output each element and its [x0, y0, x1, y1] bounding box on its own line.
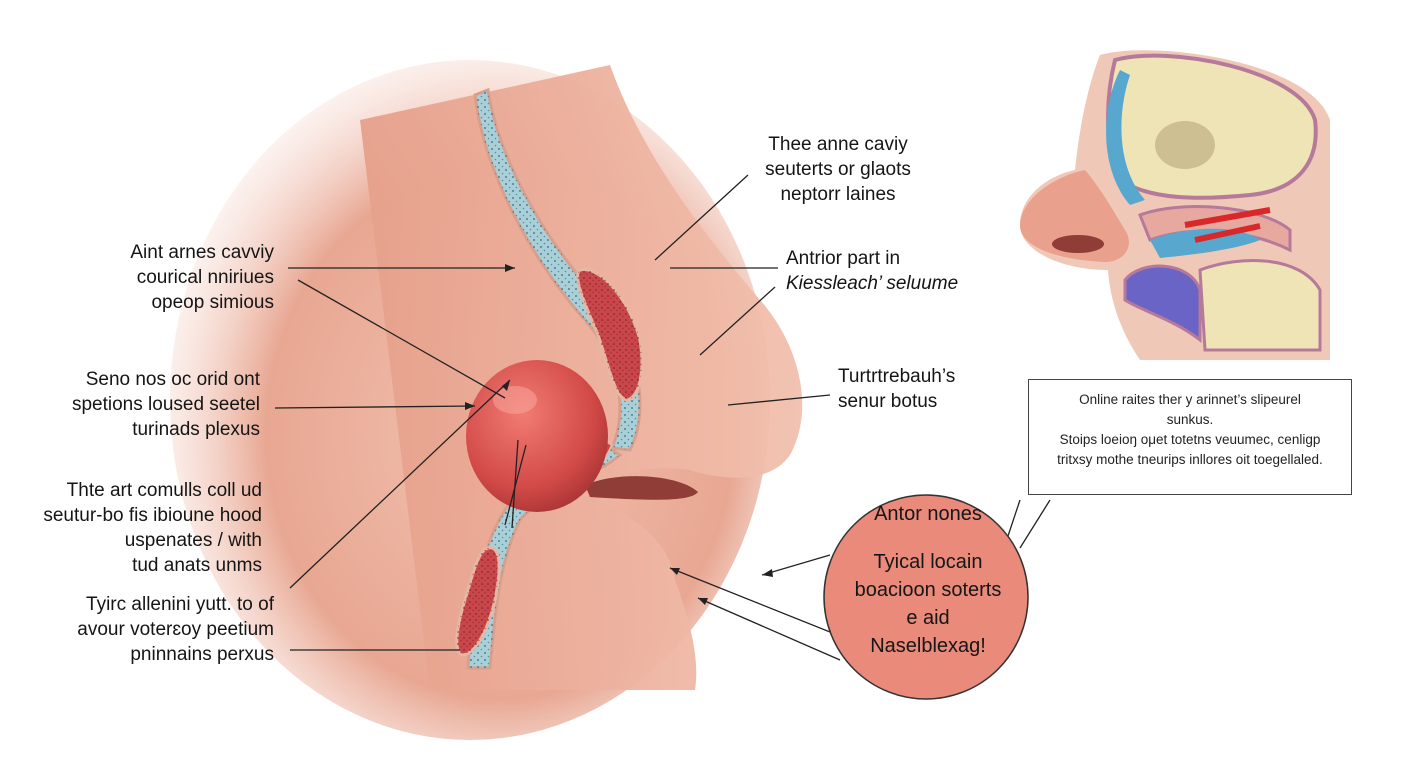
label-top-right: Thee anne caviy seuterts or glaots nepto… [748, 132, 928, 207]
label-right-mid: Turtrtrebauh’s senur botus [838, 364, 955, 414]
label-line: tud anats unms [132, 555, 262, 576]
label-line: Seno nos oc orid ont [85, 369, 260, 390]
arrowheads [465, 264, 773, 605]
callout-line: boacioon soterts [854, 579, 1002, 601]
inset-anatomy [1020, 50, 1330, 360]
info-line: Stoips loeioŋ oμet totetns veuumec, cenl… [1059, 432, 1321, 447]
nostril [585, 476, 698, 500]
label-antior-part: Antrior part in Kiesslеach’ seluume [786, 246, 958, 296]
callout-circle [823, 494, 1029, 700]
label-left-2: Seno nos oc orid ont spetions loused see… [40, 367, 260, 442]
label-line: senur botus [838, 391, 938, 412]
callout-circle-text: Antor nones Tyical locain boacioon soter… [828, 500, 1028, 660]
info-box: Online raites ther y arinnet’s slipeurel… [1028, 379, 1352, 495]
leader-lines [274, 174, 1051, 661]
label-line: pninnains perxus [130, 644, 274, 665]
callout-line: Naselblexag! [870, 635, 986, 657]
label-line: Antrior part in [786, 248, 901, 269]
label-line: neptorr laines [780, 184, 896, 205]
callout-line: Antor nones [874, 503, 982, 525]
label-left-4: Tyirc allenini yutt. to of avour voterɛo… [40, 592, 274, 667]
callout-line: e aid [906, 607, 950, 629]
label-line: spetions loused seetel [71, 394, 260, 415]
info-line: Online raites ther y arinnet’s slipeurel [1079, 392, 1301, 407]
label-left-3: Thte art comulls coll ud seutur-bo fis i… [14, 478, 262, 578]
label-line: Thte art comulls coll ud [66, 480, 262, 501]
callout-line: Tyical locain [873, 551, 983, 573]
label-line: courical nniriues [136, 267, 274, 288]
label-line: uspenates / with [124, 530, 262, 551]
label-line: Aint arnes cavviy [130, 242, 274, 263]
label-line: Kiesslеach’ seluume [786, 273, 959, 294]
label-line: avour voterɛoy peetium [77, 619, 274, 640]
label-line: turinads plexus [132, 419, 260, 440]
label-line: seuterts or glaots [765, 159, 911, 180]
lesion-bulb [466, 360, 608, 512]
info-line: sunkus. [1166, 412, 1214, 427]
label-line: Thee anne caviy [768, 134, 908, 155]
info-line: tritxsy mothe tneurips inllores oit toeg… [1057, 452, 1323, 467]
label-line: Turtrtrebauh’s [838, 366, 956, 387]
label-line: opeop simious [151, 292, 274, 313]
label-left-1: Aint arnes cavviy courical nniriues opeo… [60, 240, 274, 315]
label-line: Tyirc allenini yutt. to of [86, 594, 274, 615]
label-line: seutur-bo fis ibioune hood [43, 505, 262, 526]
